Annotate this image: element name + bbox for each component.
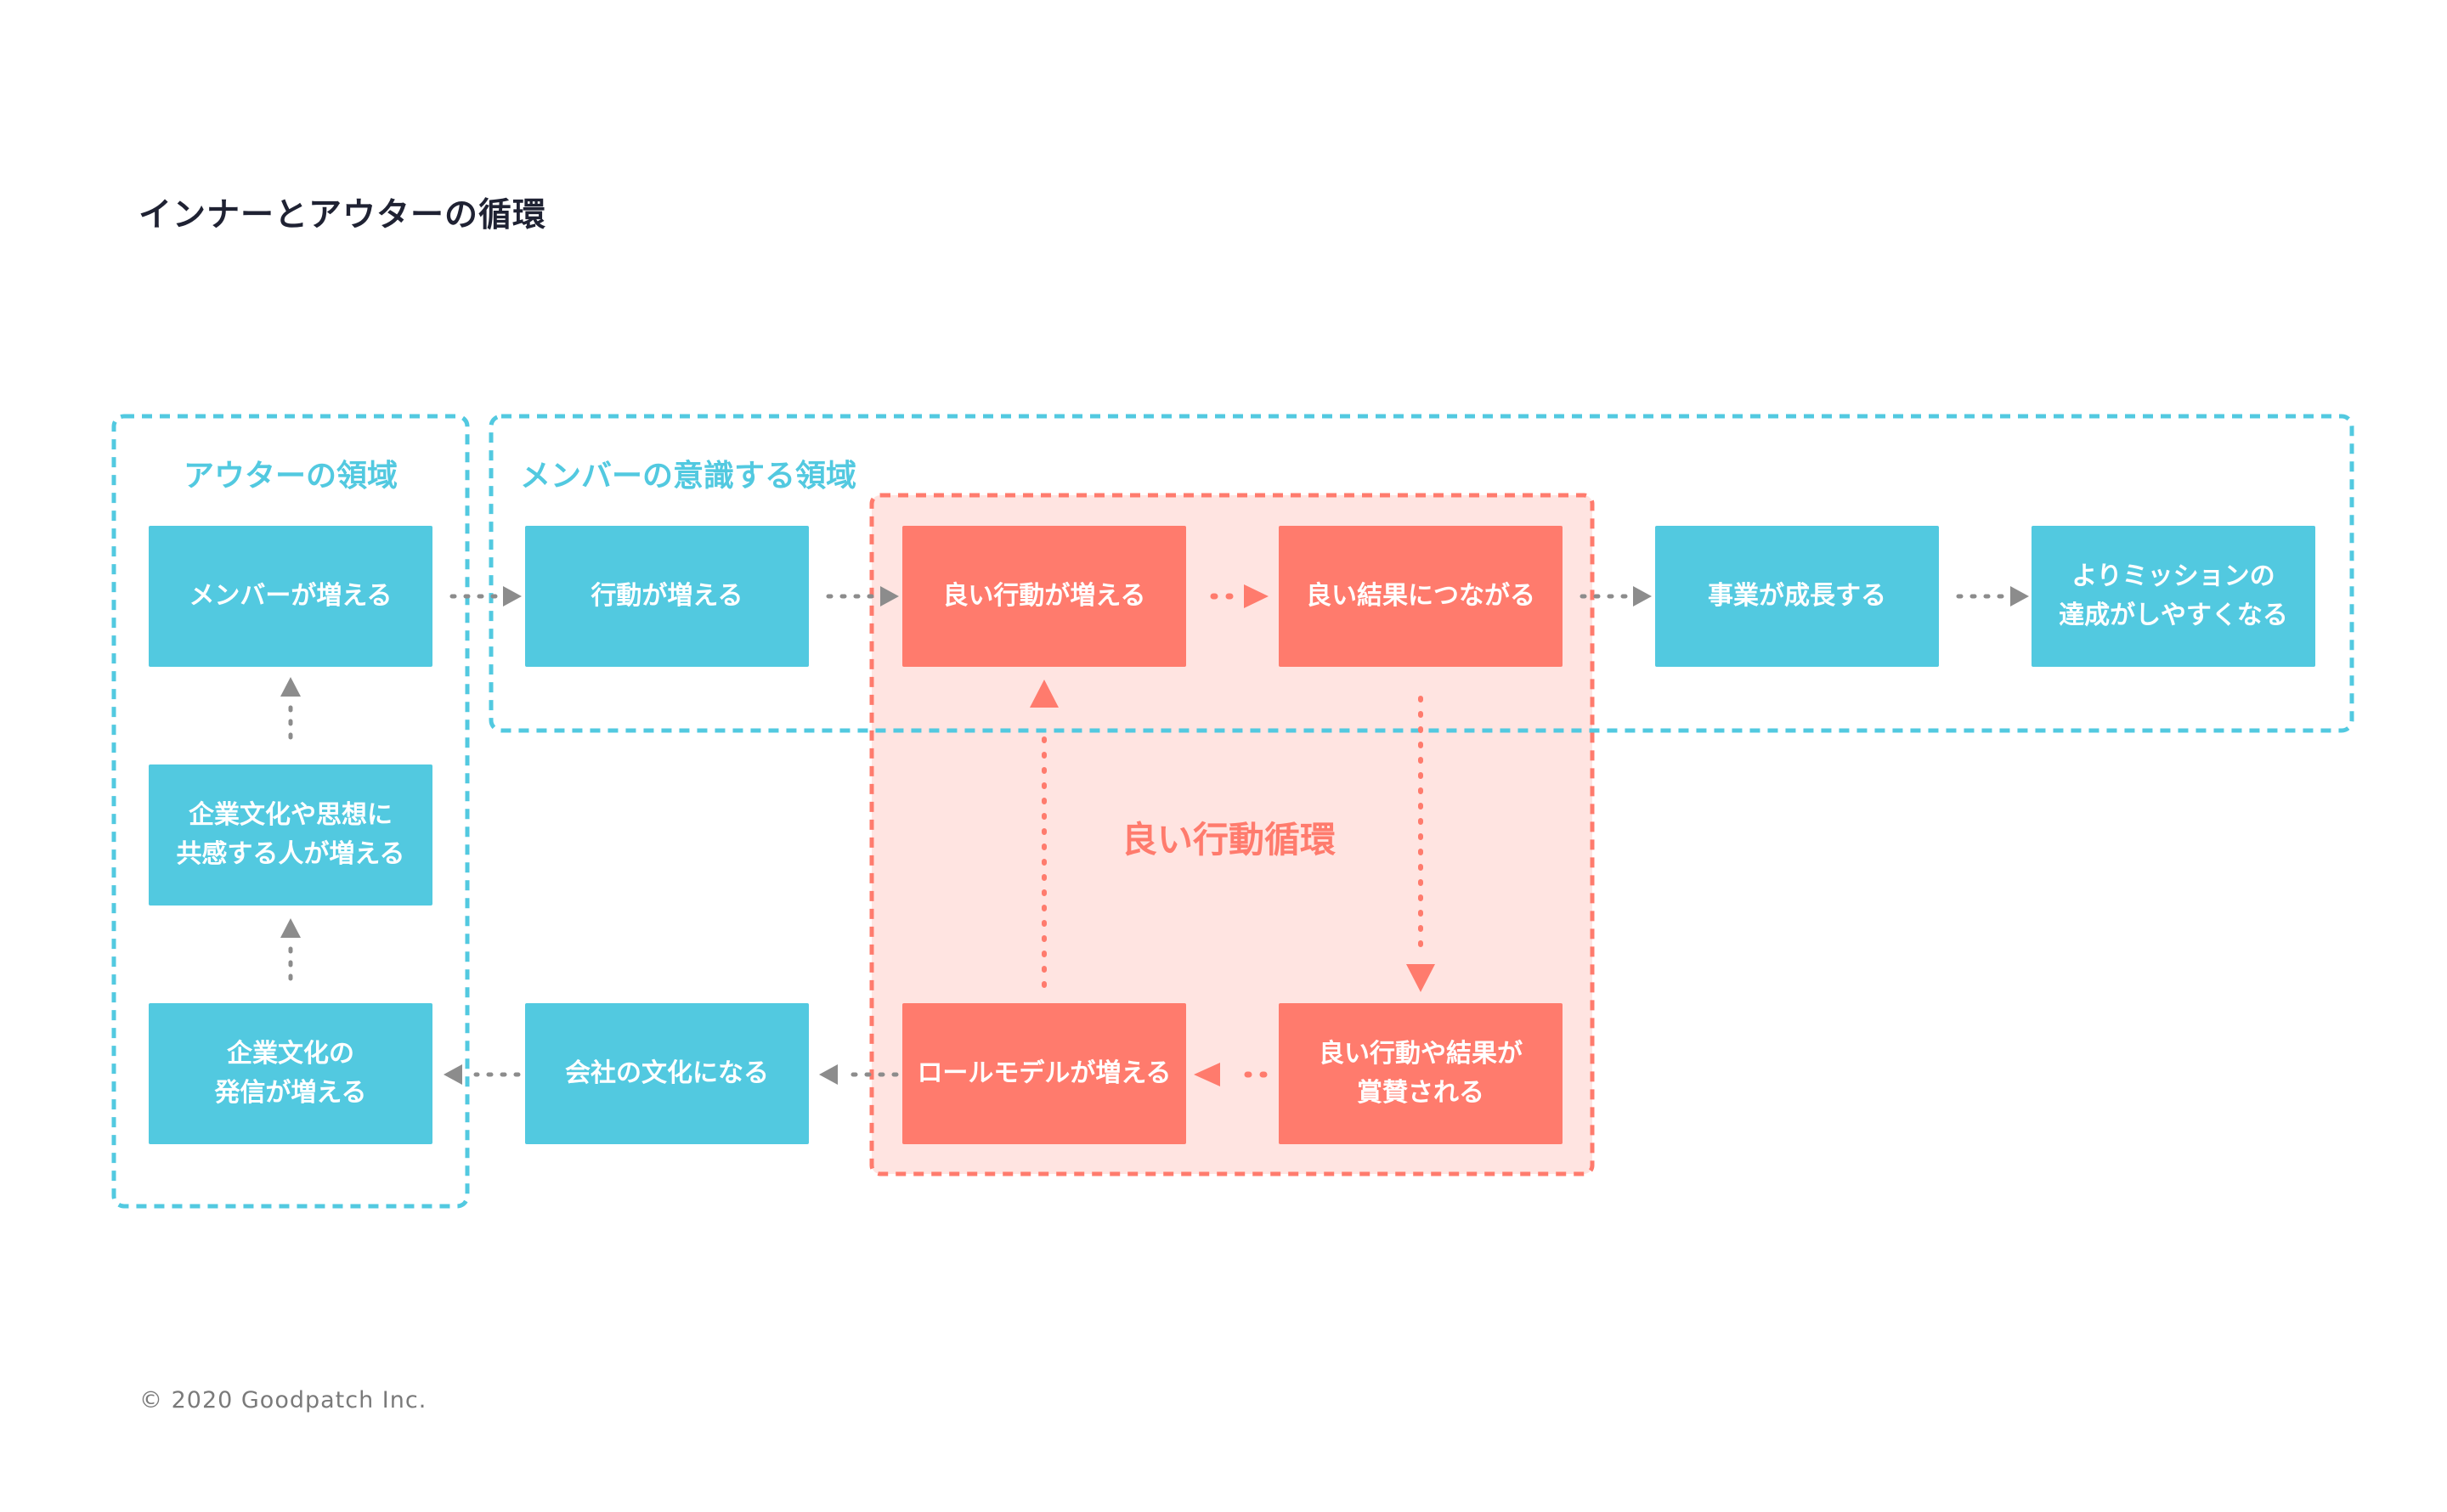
arrow-actions-to-good-actions (826, 586, 899, 606)
box-actions-increase: 行動が増える (525, 526, 809, 667)
box-members-increase: メンバーが増える (149, 526, 432, 667)
arrow-members-to-actions (449, 586, 522, 606)
member-region (489, 414, 2354, 733)
box-culture-broadcast-increase: 企業文化の 発信が増える (149, 1003, 432, 1144)
arrow-praised-to-role-models (1194, 1063, 1268, 1086)
page-title: インナーとアウターの循環 (138, 196, 547, 234)
arrow-role-models-to-good-actions (1030, 680, 1059, 988)
copyright-footer: © 2020 Goodpatch Inc. (139, 1387, 427, 1413)
member-region-label: メンバーの意識する領域 (520, 459, 857, 494)
box-actions-praised: 良い行動や結果が 賞賛される (1279, 1003, 1563, 1144)
outer-region (111, 414, 470, 1209)
box-good-results: 良い結果につながる (1279, 526, 1563, 667)
arrow-broadcast-to-sympathizers (280, 918, 301, 981)
arrow-good-actions-to-results (1210, 584, 1269, 608)
arrow-sympathizers-to-members (280, 677, 301, 740)
arrow-growth-to-mission (1956, 586, 2029, 606)
box-role-models-increase: ロールモデルが増える (902, 1003, 1186, 1144)
outer-region-label: アウターの領域 (184, 459, 398, 494)
good-action-cycle-label: 良い行動循環 (1122, 819, 1337, 860)
arrow-results-to-praised (1406, 696, 1435, 992)
arrow-company-culture-to-broadcast (444, 1064, 521, 1085)
arrow-results-to-growth (1580, 586, 1652, 606)
box-sympathizers-increase: 企業文化や思想に 共感する人が増える (149, 764, 432, 906)
box-business-growth: 事業が成長する (1655, 526, 1939, 667)
box-good-actions-increase: 良い行動が増える (902, 526, 1186, 667)
box-mission-achievement: よりミッションの 達成がしやすくなる (2032, 526, 2315, 667)
box-company-culture: 会社の文化になる (525, 1003, 809, 1144)
arrow-role-models-to-company-culture (819, 1064, 899, 1085)
